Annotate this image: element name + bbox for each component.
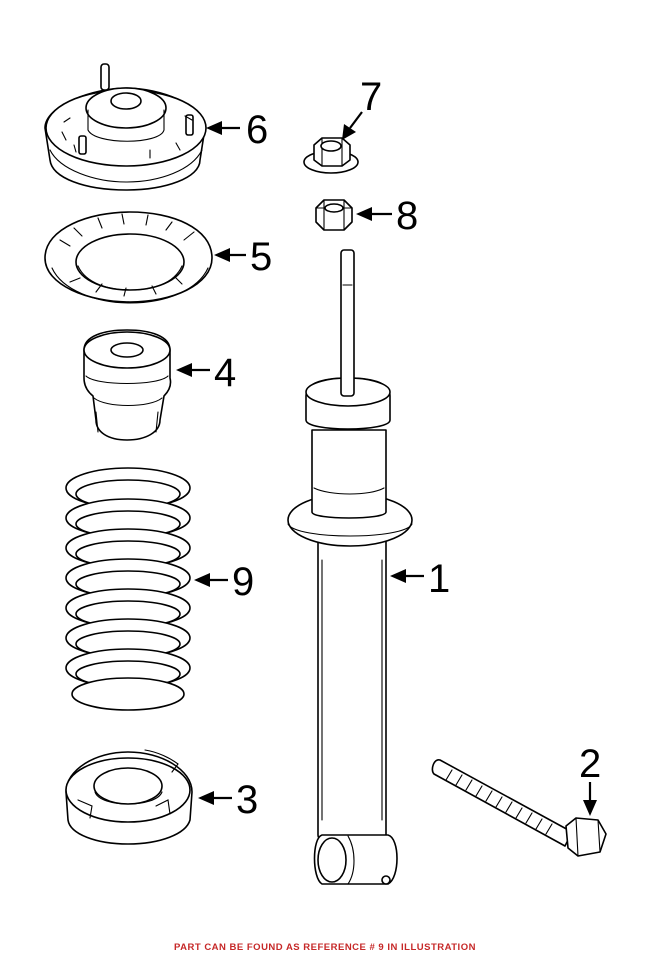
callout-4-number: 4: [214, 351, 236, 395]
callout-3-number: 3: [236, 778, 258, 822]
lower-spring-seat-part: [65, 749, 193, 845]
upper-mount-part: [44, 63, 207, 191]
hex-nut-part: [315, 199, 353, 231]
callout-2-number: 2: [579, 742, 601, 786]
reference-note: PART CAN BE FOUND AS REFERENCE # 9 IN IL…: [174, 942, 476, 953]
callout-5-number: 5: [250, 235, 272, 279]
upper-spring-seat-part: [44, 211, 213, 304]
callout-2: 2: [579, 742, 601, 816]
callout-8: 8: [356, 194, 418, 238]
flange-nut-part: [303, 137, 359, 174]
callout-4: 4: [176, 351, 236, 395]
bump-stop-part: [83, 329, 172, 441]
callout-7: 7: [342, 75, 382, 140]
callout-7-number: 7: [360, 75, 382, 119]
callout-1: 1: [390, 557, 450, 601]
coil-spring-part: [65, 467, 191, 711]
shock-absorber-part: [287, 249, 413, 885]
callout-3: 3: [198, 778, 258, 822]
callout-5: 5: [214, 235, 272, 279]
callout-6-number: 6: [246, 108, 268, 152]
callout-1-number: 1: [428, 557, 450, 601]
callout-9-number: 9: [232, 560, 254, 604]
bolt-part: [431, 759, 607, 857]
callout-8-number: 8: [396, 194, 418, 238]
callout-9: 9: [194, 560, 254, 604]
callout-6: 6: [206, 108, 268, 152]
